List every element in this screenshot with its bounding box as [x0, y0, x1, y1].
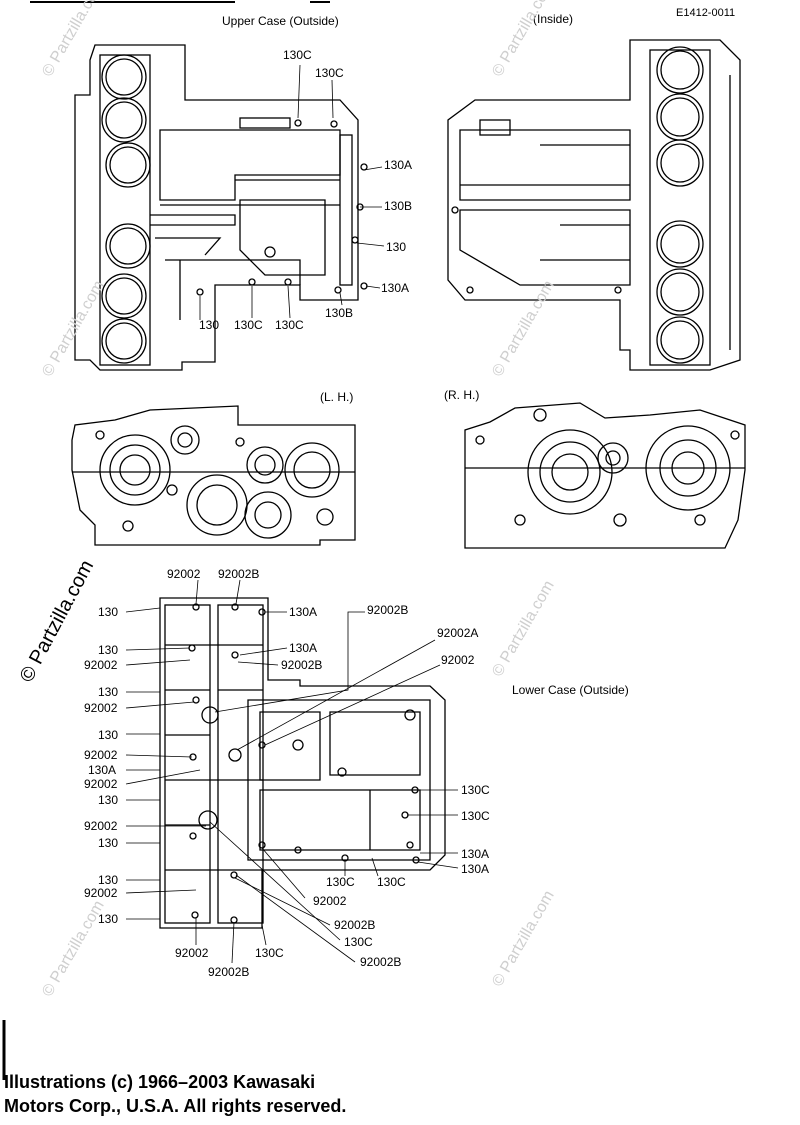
upper-case-outside [74, 44, 368, 371]
right-hand-view [464, 402, 746, 549]
lower-case-outside-title: Lower Case (Outside) [512, 683, 629, 697]
part-label: 92002 [313, 894, 347, 908]
part-label: 130 [199, 318, 220, 332]
part-label: 130C [461, 809, 490, 823]
part-label: 130A [461, 847, 490, 861]
part-label: 130C [234, 318, 263, 332]
part-label: 92002 [175, 946, 209, 960]
part-label: 130C [283, 48, 312, 62]
upper-case-inside [447, 39, 741, 371]
left-hand-view [71, 405, 356, 546]
part-label: 130C [255, 946, 284, 960]
part-label: 130C [315, 66, 344, 80]
part-label: 130A [461, 862, 490, 876]
part-label: 130 [98, 836, 119, 850]
part-label: 92002B [360, 955, 402, 969]
part-label: 130 [98, 873, 119, 887]
part-label: 92002 [84, 886, 118, 900]
part-label: 92002 [441, 653, 475, 667]
part-label: 130C [326, 875, 355, 889]
copyright-line-1: Illustrations (c) 1966–2003 Kawasaki [4, 1072, 316, 1092]
part-label: 92002B [334, 918, 376, 932]
part-label: 130A [88, 763, 117, 777]
part-label: 130 [98, 793, 119, 807]
part-label: 92002 [84, 748, 118, 762]
part-label: 130 [386, 240, 407, 254]
lower-case-outside [159, 597, 446, 929]
part-label: 130 [98, 643, 119, 657]
part-label: 130B [384, 199, 413, 213]
part-label: 130C [377, 875, 406, 889]
part-label: 130C [275, 318, 304, 332]
part-label: 130C [461, 783, 490, 797]
part-label: 130 [98, 605, 119, 619]
copyright-line-2: Motors Corp., U.S.A. All rights reserved… [4, 1096, 347, 1116]
part-label: 130 [98, 728, 119, 742]
part-label: 92002B [218, 567, 260, 581]
part-label: 130 [98, 685, 119, 699]
rh-title: (R. H.) [444, 388, 480, 402]
part-label: 92002B [208, 965, 250, 979]
part-label: 92002 [167, 567, 201, 581]
part-label: 130 [98, 912, 119, 926]
part-label: 92002 [84, 819, 118, 833]
part-label: 130A [384, 158, 413, 172]
upper-case-outside-title: Upper Case (Outside) [222, 14, 339, 28]
part-label: 92002A [437, 626, 479, 640]
part-label: 92002B [367, 603, 409, 617]
part-label: 130C [344, 935, 373, 949]
part-label: 92002 [84, 701, 118, 715]
part-label: 130A [289, 641, 318, 655]
part-label: 130A [381, 281, 410, 295]
part-label: 130A [289, 605, 318, 619]
part-label: 92002 [84, 658, 118, 672]
inside-title: (Inside) [533, 12, 574, 26]
part-label: 130B [325, 306, 354, 320]
lh-title: (L. H.) [320, 390, 354, 404]
part-label: 92002 [84, 777, 118, 791]
reference-code: E1412-0011 [676, 7, 736, 19]
part-label: 92002B [281, 658, 323, 672]
